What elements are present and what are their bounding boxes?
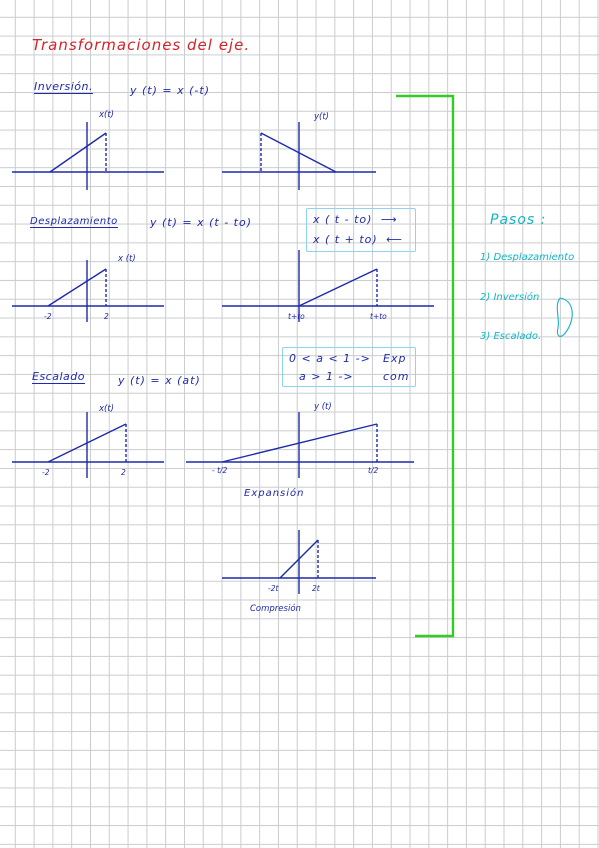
desplazamiento-left-label: x (t) [118, 254, 136, 264]
arrow-right-icon: ⟶ [380, 213, 398, 226]
inversion-equation: y (t) = x (-t) [130, 84, 210, 97]
pasos-item-1: 1) Desplazamiento [480, 252, 575, 263]
desplazamiento-heading: Desplazamiento [30, 216, 118, 228]
expansion-result: Exp [383, 352, 407, 365]
desplazamiento-right-tick-end: t+to [370, 312, 387, 321]
inversion-left-label: x(t) [99, 110, 114, 120]
expansion-ramp [221, 423, 378, 463]
note-shift-right-expr: x ( t - to) [313, 213, 373, 226]
desplazamiento-tick-pos: 2 [104, 312, 109, 321]
expansion-tick-pos: t/2 [368, 466, 379, 475]
pasos-item-3: 3) Escalado. [480, 331, 542, 342]
escalado-equation: y (t) = x (at) [118, 374, 201, 387]
pasos-heading: Pasos : [490, 212, 547, 228]
desplazamiento-right-tick-start: t+to [288, 312, 305, 321]
expansion-caption: Expansión [244, 488, 305, 499]
escalado-left-label: x(t) [99, 404, 114, 414]
compression-ramp [279, 539, 319, 579]
escalado-note-box: 0 < a < 1 -> Exp a > 1 -> com [282, 347, 416, 387]
inversion-right-label: y(t) [314, 112, 329, 122]
desplazamiento-note-box: x ( t - to) ⟶ x ( t + to) ⟵ [306, 208, 416, 252]
inversion-left-ramp [49, 132, 107, 173]
escalado-right-label: y (t) [314, 402, 332, 412]
compression-condition: a > 1 -> [299, 370, 354, 383]
expansion-condition: 0 < a < 1 -> [289, 352, 371, 365]
desplazamiento-note-line2: x ( t + to) ⟵ [313, 233, 403, 246]
inversion-heading: Inversión. [34, 80, 94, 94]
escalado-left-tick-neg: -2 [42, 468, 50, 477]
escalado-left-tick-pos: 2 [121, 468, 126, 477]
desplazamiento-right-ramp [298, 268, 378, 307]
arrow-left-icon: ⟵ [386, 233, 403, 246]
compression-caption: Compresión [250, 604, 301, 614]
compression-tick-pos: 2t [312, 584, 320, 593]
note-shift-left-expr: x ( t + to) [313, 233, 378, 246]
steps-brace-mark [556, 297, 573, 337]
escalado-heading: Escalado [32, 370, 85, 384]
expansion-tick-neg: - t/2 [212, 466, 228, 475]
desplazamiento-note-line1: x ( t - to) ⟶ [313, 213, 398, 226]
escalado-note-line2: a > 1 -> com [299, 370, 409, 383]
compression-tick-neg: -2t [268, 584, 279, 593]
pasos-item-2: 2) Inversión [480, 292, 540, 303]
green-bracket [396, 94, 455, 638]
escalado-note-line1: 0 < a < 1 -> Exp [289, 352, 409, 365]
desplazamiento-left-ramp [47, 268, 107, 307]
inversion-right-ramp [260, 132, 337, 173]
compression-result: com [383, 370, 410, 383]
page-title: Transformaciones del eje. [32, 36, 251, 54]
escalado-left-ramp [47, 423, 127, 463]
desplazamiento-tick-neg: -2 [44, 312, 52, 321]
desplazamiento-equation: y (t) = x (t - to) [150, 216, 253, 229]
